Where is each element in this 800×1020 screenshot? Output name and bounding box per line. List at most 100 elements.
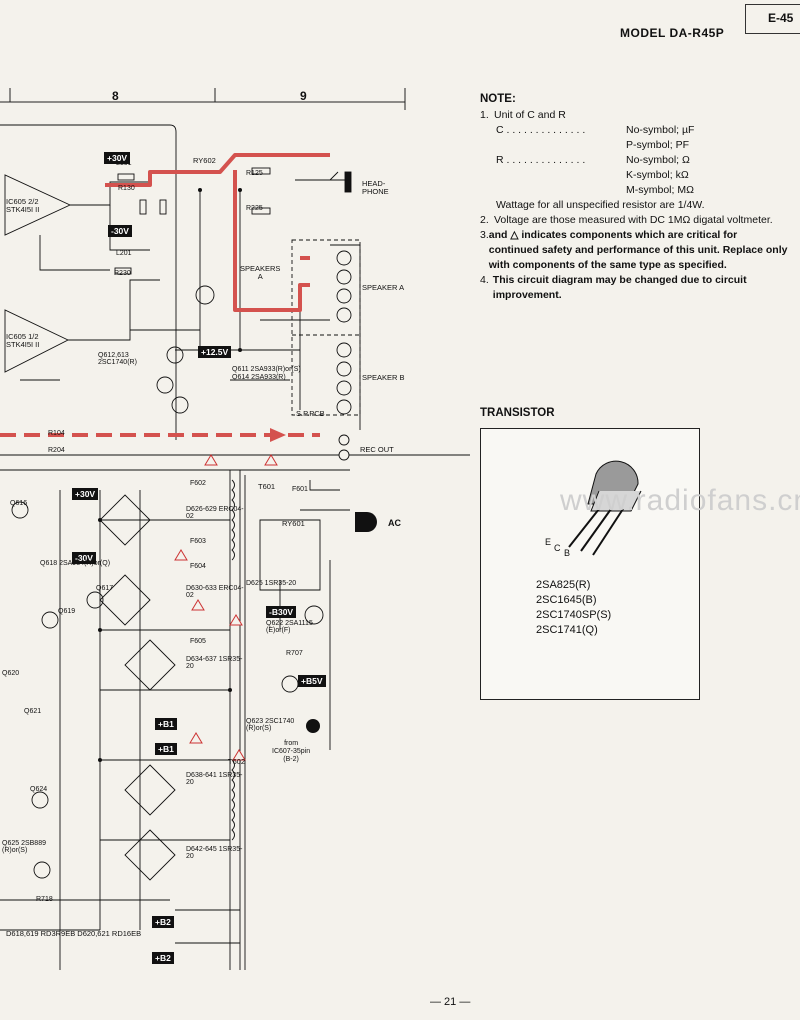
diode-label-625: D625 1SR35-20 [246,580,297,587]
relay-ry602: RY602 [193,156,216,165]
ref-r125: R125 [246,170,263,177]
ref-q616: Q616 [10,500,28,507]
transistor-title: TRANSISTOR [480,407,555,419]
ic-top-part: STK4I5I II [6,205,40,214]
q-label-612: Q612,613 2SC1740(R) [98,352,137,366]
grid-column-9: 9 [300,89,307,103]
rail-plus-b2-a: +B2 [152,916,174,928]
q-label-618: Q618 2SA934(R)or(Q) [40,560,111,567]
unit-m-value: M-symbol; MΩ [626,184,694,196]
sp-pcb-label: S.P.PCB [296,409,325,418]
q-label-623: Q623 2SC1740 (R)or(S) [246,718,295,732]
ac-label: AC [388,518,401,528]
pin-c-label: C [554,543,561,553]
unit-c-label: C . . . . . . . . . . . . . . [496,124,586,136]
note-2: 2.Voltage are those measured with DC 1MΩ… [480,214,773,226]
schematic-diagram [0,124,470,970]
ref-r707: R707 [286,650,303,657]
fuse-f602: F602 [190,480,206,487]
diode-label-638: D638-641 1SR35-20 [186,772,243,786]
from-ic-line2: IC607-35pin [272,748,311,755]
document-code: E-45 [745,4,800,34]
unit-row-c: C . . . . . . . . . . . . . . No-symbol; … [480,123,790,138]
wattage-note: Wattage for all unspecified resistor are… [496,199,705,211]
grid-column-8: 8 [112,89,119,103]
fuse-f605: F605 [190,638,206,645]
ry601-label: RY601 [282,519,305,528]
ref-q621: Q621 [24,708,42,715]
ref-q619: Q619 [58,608,76,615]
part-2sa825: 2SA825(R) [536,579,591,591]
ic-top-ref: IC605 2/2 [6,197,39,206]
rail-plus30v-top: +30V [104,152,131,164]
ref-r718: R718 [36,896,53,903]
ref-r104: R104 [48,430,65,437]
from-ic-note: from IC607-35pin (B-2) [272,740,310,764]
ic-top-label: IC605 2/2 STK4I5I II [6,198,39,214]
diode-label-630: D630-633 ERC04-02 [186,585,244,599]
note-3-text: and △ indicates components which are cri… [488,229,788,271]
unit-row-r: R . . . . . . . . . . . . . . No-symbol; … [480,153,790,168]
note-2-text: Voltage are those measured with DC 1MΩ d… [494,214,773,226]
speakers-line2: A [257,272,263,281]
note-1-title: Unit of C and R [494,109,566,121]
unit-k-value: K-symbol; kΩ [626,169,689,181]
note-1: 1.Unit of C and R [480,109,566,121]
note-3: 3.and △ indicates components which are c… [480,228,790,273]
speaker-b-label: SPEAKER B [362,373,405,382]
unit-pf-value: P-symbol; PF [626,139,690,151]
diode-label-642: D642-645 1SR35-20 [186,846,243,860]
page-number: — 21 — [430,996,471,1008]
from-ic-line3: (B-2) [283,756,299,763]
unit-r-value: No-symbol; Ω [626,154,690,166]
from-ic-line1: from [284,740,299,747]
speakers-label: SPEAKERS A [240,265,280,281]
headphone-line2: PHONE [362,187,389,196]
speakers-line1: SPEAKERS [240,264,281,273]
rail-minus30v-lower: -30V [72,552,96,564]
unit-r-label: R . . . . . . . . . . . . . . [496,154,586,166]
ref-r130: R130 [118,185,135,192]
rec-out-label: REC OUT [360,445,394,454]
diode-footer-line: D618,619 RD3R9EB D620,621 RD16EB [6,929,142,938]
part-2sc1741: 2SC1741(Q) [536,624,598,636]
ref-r230: R230 [114,270,131,277]
unit-row-pf: P-symbol; PF [480,138,790,153]
unit-row-k: K-symbol; kΩ [480,168,790,183]
ic-bottom-label: IC605 1/2 STK4I5I II [6,333,39,349]
rail-plus-b5v: +B5V [298,675,326,687]
notes-panel: NOTE: 1.Unit of C and R C . . . . . . . … [480,92,790,303]
diode-label-634: D634-637 1SR35-20 [186,656,243,670]
transformer-t601: T601 [258,482,276,491]
note-4-text: This circuit diagram may be changed due … [492,274,747,301]
rail-minus-b30v: -B30V [266,606,297,618]
ref-q624: Q624 [30,786,48,793]
rail-minus30v-top: -30V [108,225,132,237]
fuse-f603: F603 [190,538,206,545]
ic-bottom-part: STK4I5I II [6,340,40,349]
speaker-a-label: SPEAKER A [362,283,405,292]
fuse-f601: F601 [292,486,308,493]
ref-r204: R204 [48,447,65,454]
note-4: 4.This circuit diagram may be changed du… [480,273,790,303]
part-2sc1740sp: 2SC1740SP(S) [536,609,612,621]
rail-plus-b1-a: +B1 [155,718,177,730]
q-label-611: Q611 2SA933(R)or(S) [232,366,301,373]
transistor-package-icon [568,460,642,556]
ref-r225: R225 [246,205,263,212]
part-2sc1645: 2SC1645(B) [536,594,597,606]
diode-label-626: D626-629 ERC04-02 [186,506,244,520]
ic-bottom-ref: IC605 1/2 [6,332,39,341]
transistor-box: E C B [480,428,700,700]
rail-plus-b2-b: +B2 [152,952,174,964]
ref-l101: L101 [116,160,132,167]
headphone-line1: HEAD- [362,179,386,188]
rail-plus12-5v: +12.5V [198,346,232,358]
ref-l201: L201 [116,250,132,257]
transistor-part-list: 2SA825(R) 2SC1645(B) 2SC1740SP(S) 2SC174… [536,578,611,638]
unit-c-value: No-symbol; µF [626,124,695,136]
ref-q617: Q617 [96,585,114,592]
model-title: MODEL DA-R45P [620,26,725,40]
ref-q620: Q620 [2,670,20,677]
rail-plus30v-lower: +30V [72,488,99,500]
